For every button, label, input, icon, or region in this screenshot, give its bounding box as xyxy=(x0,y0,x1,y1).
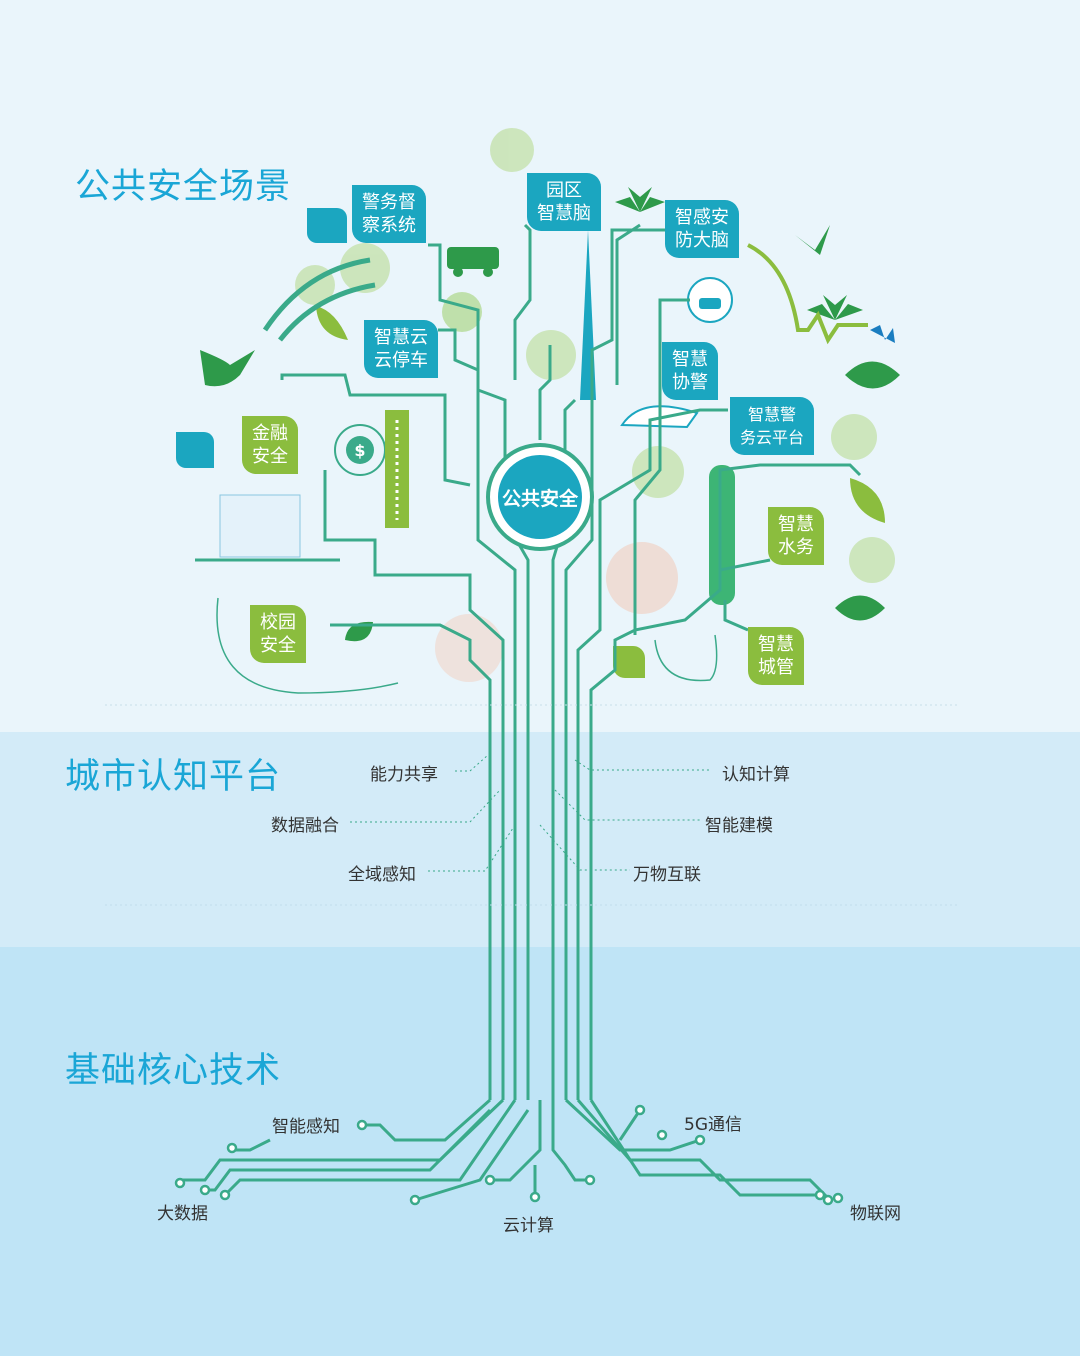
svg-text:$: $ xyxy=(354,441,365,460)
platform-intelligent-modeling: 智能建模 xyxy=(705,816,773,836)
dollar-icon: $ xyxy=(334,424,386,476)
core-iot: 物联网 xyxy=(850,1204,901,1224)
platform-cognitive-computing: 认知计算 xyxy=(722,765,790,785)
core-intelligent-perception: 智能感知 xyxy=(272,1117,340,1137)
decor-icons xyxy=(216,243,868,694)
leaf-icons xyxy=(176,187,900,678)
scene-police-cloud: 智慧警 务云平台 xyxy=(730,397,815,455)
scene-security-brain: 智感安 防大脑 xyxy=(665,200,739,258)
scene-cloud-parking: 智慧云 云停车 xyxy=(364,320,438,378)
platform-capability-sharing: 能力共享 xyxy=(370,765,438,785)
root-lines xyxy=(180,1098,832,1202)
section-title-platform: 城市认知平台 xyxy=(65,757,282,797)
section-title-scene: 公共安全场景 xyxy=(75,167,292,207)
root-nodes xyxy=(174,1104,844,1206)
scene-police-supervision: 警务督 察系统 xyxy=(352,185,426,243)
center-node: 公共安全 xyxy=(486,443,594,551)
bus-icon xyxy=(447,247,499,277)
scene-urban-management: 智慧 城管 xyxy=(748,627,804,685)
core-big-data: 大数据 xyxy=(157,1204,208,1224)
platform-band xyxy=(0,732,1080,947)
section-title-core: 基础核心技术 xyxy=(65,1051,282,1091)
scene-smart-auxiliary-police: 智慧 协警 xyxy=(662,342,718,400)
platform-data-fusion: 数据融合 xyxy=(271,816,339,836)
core-cloud-computing: 云计算 xyxy=(503,1216,554,1236)
scene-campus-security: 校园 安全 xyxy=(250,605,306,663)
bird-icon xyxy=(200,225,830,387)
core-5g: 5G通信 xyxy=(684,1115,742,1135)
scene-smart-water: 智慧 水务 xyxy=(768,507,824,565)
scene-finance-security: 金融 安全 xyxy=(242,416,298,474)
camera-car-icon xyxy=(687,277,733,323)
scene-park-brain: 园区 智慧脑 xyxy=(527,173,601,231)
butterfly-icon xyxy=(870,325,895,343)
platform-global-perception: 全域感知 xyxy=(348,865,416,885)
platform-iot-interconnect: 万物互联 xyxy=(633,865,701,885)
platform-leaders xyxy=(105,704,960,906)
center-label: 公共安全 xyxy=(498,455,582,539)
